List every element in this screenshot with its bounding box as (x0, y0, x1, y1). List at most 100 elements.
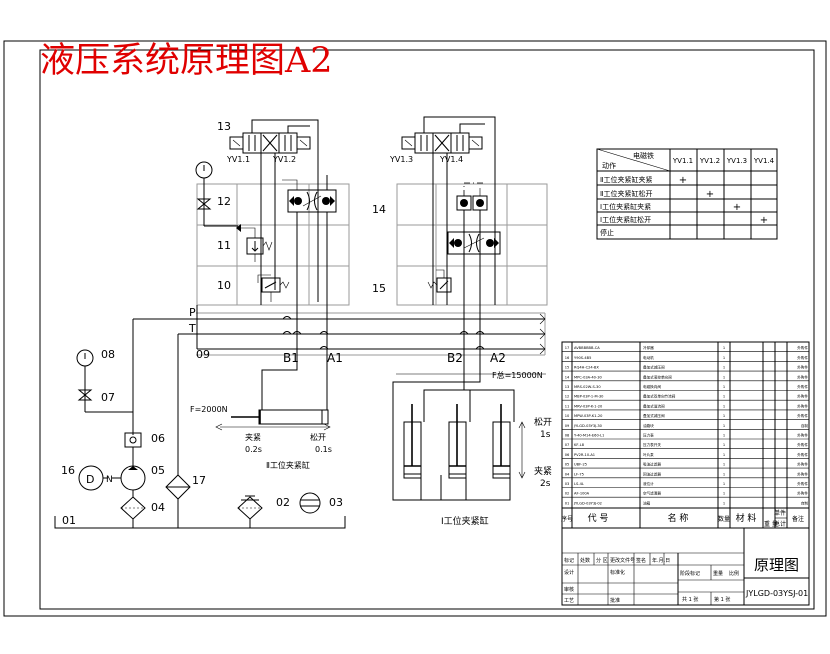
title-block-sheet-total: 共 1 张 (682, 596, 698, 603)
parts-list-name: 压力表 (643, 433, 654, 438)
label-10: 10 (217, 279, 231, 292)
label-a2: A2 (490, 351, 506, 365)
parts-list-qty: 1 (723, 424, 725, 428)
parts-list-name: 叠加式双单向节流阀 (643, 394, 676, 399)
action-table-mark: + (706, 189, 714, 200)
parts-list-name: 回油过滤器 (643, 471, 661, 476)
parts-list-name: 叠加式减压阀 (643, 413, 665, 418)
label-01: 01 (62, 514, 76, 527)
parts-list-index: 17 (565, 346, 570, 350)
action-table-mark: + (679, 175, 687, 186)
parts-list-code: AF-100A (574, 492, 590, 496)
parts-list-qty: 1 (723, 356, 725, 360)
title-block-scale: 比例 (729, 570, 739, 577)
label-05: 05 (151, 464, 165, 477)
title-block-weight: 重量 (713, 570, 723, 577)
label-clamp-2-time: 0.2s (245, 445, 262, 454)
parts-list-note: 外购件 (797, 355, 808, 360)
inner-frame (39, 49, 815, 610)
parts-list-code: Y-40-M14-E60-L1 (574, 434, 604, 438)
parts-list-index: 11 (565, 404, 570, 408)
label-release-2: 松开 (310, 432, 326, 442)
parts-list-index: 16 (565, 356, 570, 360)
action-table-row-label: Ⅰ工位夹紧缸松开 (600, 215, 651, 224)
parts-list-note: 外购件 (797, 365, 808, 370)
action-table-mark: + (733, 202, 741, 213)
parts-list-name: 叠加式减压阀 (643, 365, 665, 370)
parts-list-note: 自制 (801, 500, 809, 505)
parts-list-qty: 1 (723, 472, 725, 476)
parts-list-note: 外购件 (797, 491, 808, 496)
parts-list-header-cell: 材 料 (736, 512, 757, 524)
parts-list-qty: 1 (723, 366, 725, 370)
parts-list-qty: 1 (723, 482, 725, 486)
parts-list-name: 叶片泵 (643, 452, 654, 457)
parts-list-qty: 1 (723, 385, 725, 389)
right-valve-stack (396, 116, 548, 306)
action-table-row-label: Ⅰ工位夹紧缸夹紧 (600, 202, 651, 211)
solenoid-valve-14 (401, 132, 483, 154)
gauge-left-stack (195, 161, 238, 227)
tank-01-icon (54, 516, 346, 529)
parts-list-note: 外购件 (797, 394, 808, 399)
title-block-change-doc: 更改文件号 (610, 557, 635, 564)
parts-list-note: 外购件 (797, 413, 808, 418)
parts-list-index: 09 (565, 424, 570, 428)
parts-list-header: 序号代 号名 称数量材 料单件总计备注 (561, 509, 804, 528)
parts-list-note: 自制 (801, 423, 809, 428)
pump-station (54, 349, 346, 529)
label-yv14: YV1.4 (439, 155, 463, 164)
title-block-drawing-number: JYLGD-03YSJ-01 (745, 589, 808, 598)
reducing-valve-10 (257, 274, 290, 302)
label-t-line: T (188, 322, 196, 335)
parts-list-name: 电动机 (643, 355, 654, 360)
level-gauge-03-icon (299, 492, 321, 514)
parts-list-qty: 1 (723, 492, 725, 496)
action-table-column-header: YV1.3 (726, 157, 747, 165)
parts-list-index: 13 (565, 385, 570, 389)
action-table-row-label: Ⅱ工位夹紧缸夹紧 (600, 175, 652, 184)
parts-list-note: 外购件 (797, 433, 808, 438)
reducing-valve-15 (427, 269, 452, 293)
parts-list-index: 02 (565, 492, 570, 496)
label-motor-link: N (106, 475, 113, 485)
label-p-line: P (189, 306, 196, 319)
label-03: 03 (329, 496, 343, 509)
label-clamp-1: 夹紧 (534, 465, 552, 477)
parts-list-note: 外购件 (797, 452, 808, 457)
parts-list-note: 外购件 (797, 442, 808, 447)
parts-list-code: JYLGD-03Y3J-02 (573, 501, 602, 505)
action-table-row-label: 停止 (600, 228, 614, 237)
parts-list-name: 吸油过滤器 (643, 462, 661, 467)
label-09: 09 (196, 348, 210, 361)
parts-list-header-cell: 数量 (718, 515, 730, 523)
parts-list-header-cell: 序号 (561, 515, 573, 523)
parts-list-code: LS-4L (574, 482, 584, 486)
label-release-1-time: 1s (540, 430, 551, 440)
parts-list-code: PV2R-10-A1 (574, 453, 595, 457)
parts-list-name: 油箱 (643, 500, 651, 505)
parts-list-index: 04 (565, 472, 570, 476)
title-block-date: 年.月.日 (652, 557, 670, 564)
parts-list-index: 14 (565, 375, 570, 379)
parts-list-index: 07 (565, 443, 570, 447)
action-table-column-header: YV1.2 (699, 157, 720, 165)
label-yv11: YV1.1 (226, 155, 250, 164)
title-block-drawing-name: 原理图 (754, 556, 799, 574)
parts-list-code: MPC-03A-40-30 (574, 375, 602, 379)
parts-list-index: 10 (565, 414, 570, 418)
label-17: 17 (192, 474, 206, 487)
title-block-stage-mark: 阶段标记 (680, 570, 700, 577)
label-06: 06 (151, 432, 165, 445)
parts-list-name: 电磁换向阀 (643, 384, 661, 389)
title-block-signature: 签名 (636, 557, 646, 564)
label-14: 14 (372, 203, 386, 216)
left-valve-stack (195, 119, 350, 306)
label-11: 11 (217, 239, 231, 252)
action-table (596, 148, 778, 240)
label-b2: B2 (447, 351, 463, 365)
parts-list-qty: 1 (723, 434, 725, 438)
parts-list-name: 叠加式溢流阀 (643, 403, 665, 408)
